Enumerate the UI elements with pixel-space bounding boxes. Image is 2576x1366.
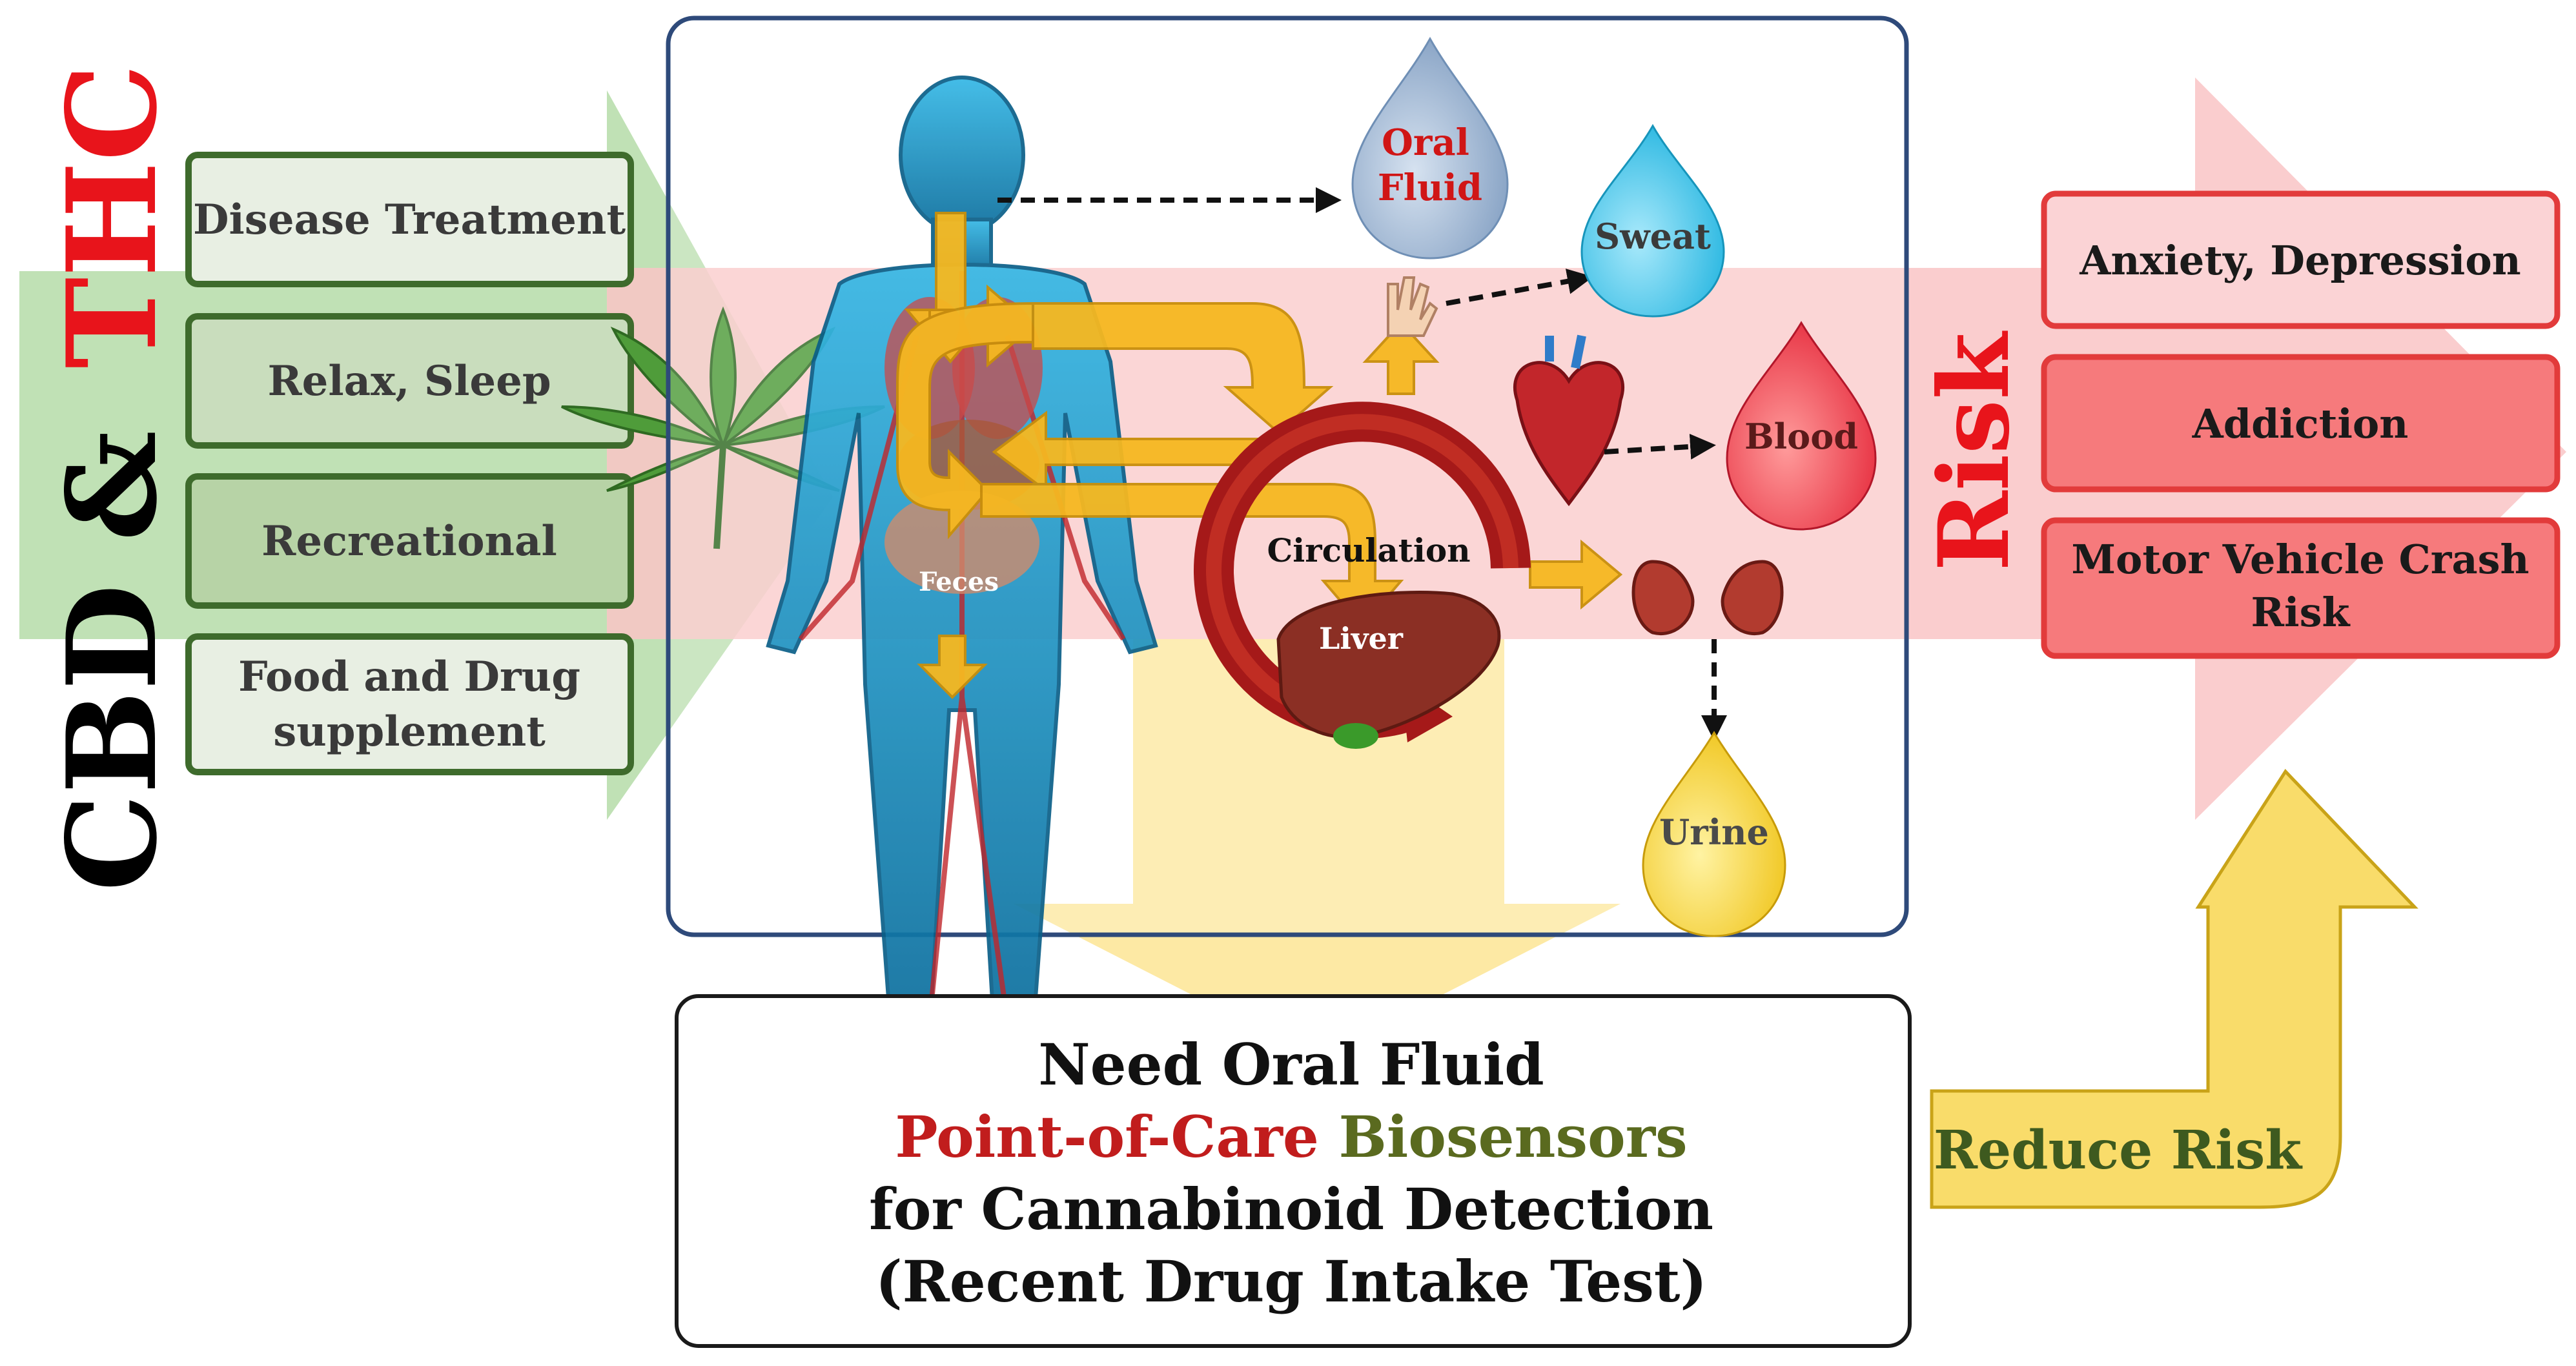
oral-fluid-label-line1: Oral	[1382, 121, 1469, 164]
sweat-drop: Sweat	[1580, 123, 1725, 318]
risk-box-motor-vehicle	[2041, 517, 2561, 659]
yellow-down-arrow	[1014, 639, 1620, 1059]
need-box	[675, 994, 1912, 1348]
liver-icon	[1276, 591, 1501, 749]
risk-box-addiction	[2041, 354, 2561, 493]
reduce-risk-arrow	[1930, 768, 2418, 1209]
circulation-label: Circulation	[1267, 531, 1470, 569]
kidneys-icon	[1631, 560, 1784, 635]
need-box-text: Need Oral Fluid Point-of-Care Biosensors…	[869, 1031, 1713, 1315]
need-line1: Need Oral Fluid	[1038, 1031, 1544, 1098]
risk-list: Anxiety, Depression Addiction Motor Vehi…	[2041, 190, 2561, 659]
use-label-recreational: Recreational	[261, 517, 557, 566]
arrow-to-blood	[1604, 433, 1716, 460]
blood-drop: Blood	[1726, 321, 1877, 531]
liver-label: Liver	[1319, 621, 1404, 656]
point-of-care-text: Point-of-Care	[895, 1103, 1338, 1170]
reduce-risk-label: Reduce Risk	[1934, 1119, 2303, 1181]
arrow-to-sweat	[1446, 269, 1593, 306]
need-line3: for Cannabinoid Detection	[869, 1176, 1713, 1243]
use-box-recreational	[185, 473, 634, 609]
risk-label-anxiety: Anxiety, Depression	[2079, 237, 2521, 284]
feces-label: Feces	[919, 567, 999, 597]
use-box-food-drug	[185, 633, 634, 775]
urine-label: Urine	[1659, 811, 1769, 853]
oral-fluid-drop: Oral Fluid	[1351, 36, 1509, 260]
risk-label-motor-vehicle-line2: Risk	[2251, 589, 2351, 636]
need-line2: Point-of-Care Biosensors	[895, 1103, 1687, 1170]
risk-box-anxiety	[2041, 190, 2561, 329]
use-label-food-drug-line1: Food and Drug	[238, 653, 580, 701]
heart-icon	[1513, 334, 1624, 507]
use-label-relax-sleep: Relax, Sleep	[267, 357, 551, 405]
internal-flow-arrows	[896, 212, 1623, 699]
urine-drop: Urine	[1642, 731, 1786, 937]
use-box-relax-sleep	[185, 313, 634, 449]
risk-label-motor-vehicle-line1: Motor Vehicle Crash	[2071, 536, 2529, 583]
risk-label-addiction: Addiction	[2192, 400, 2409, 447]
uses-list: Disease Treatment Relax, Sleep Recreatio…	[185, 152, 634, 775]
left-title-thc: THC	[40, 64, 184, 369]
use-label-disease-treatment: Disease Treatment	[193, 196, 626, 244]
dashed-arrows	[997, 187, 1727, 741]
risk-title: Risk	[1917, 331, 2031, 571]
sweat-label: Sweat	[1595, 216, 1711, 257]
need-line4: (Recent Drug Intake Test)	[875, 1248, 1707, 1315]
hand-icon	[1387, 276, 1438, 337]
use-label-food-drug-line2: supplement	[273, 708, 546, 756]
biosensors-text: Biosensors	[1338, 1103, 1687, 1170]
oral-fluid-label-line2: Fluid	[1378, 167, 1482, 209]
left-title: CBD & THC	[40, 64, 184, 892]
blood-label: Blood	[1744, 416, 1858, 457]
left-title-cbd: CBD &	[40, 431, 184, 892]
use-box-disease-treatment	[185, 152, 634, 287]
